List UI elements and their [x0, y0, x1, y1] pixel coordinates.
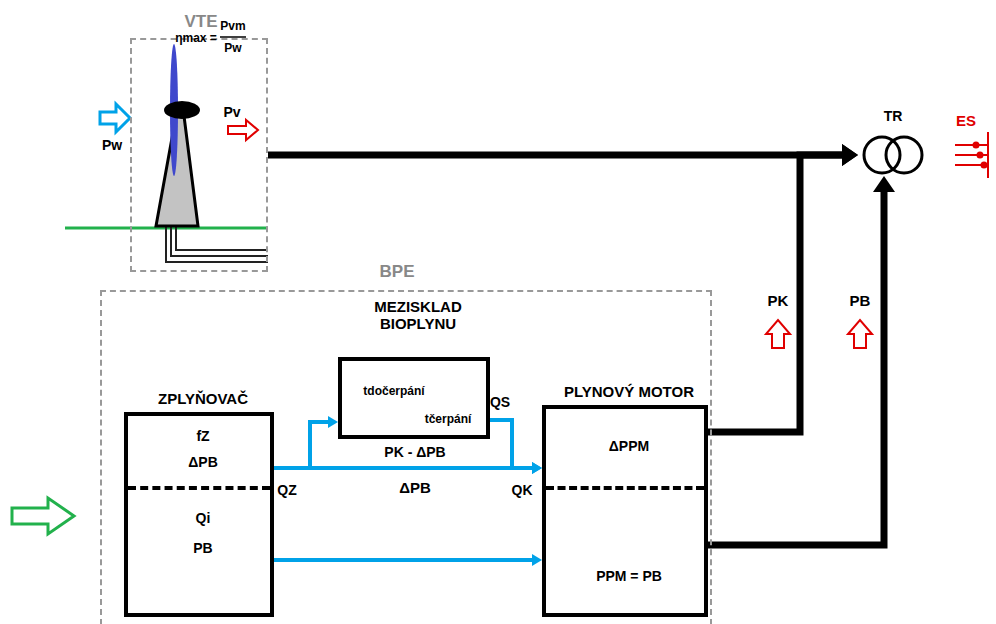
label-text: VTE: [184, 12, 217, 32]
label-text: ΔPPM: [609, 438, 649, 454]
gas-flow: [274, 554, 542, 566]
nacelle: [164, 101, 200, 119]
label-text: MEZISKLAD BIOPLYNU: [348, 298, 488, 332]
divider-line: [128, 486, 270, 490]
grid-symbol: [955, 132, 988, 178]
label-text: PB: [193, 540, 212, 556]
label-text: ES: [956, 112, 976, 129]
label-text: ZPLYŇOVAČ: [158, 390, 248, 407]
label-text: Pv: [223, 104, 240, 120]
output-arrow: [766, 320, 790, 348]
label-text: PK: [768, 292, 789, 309]
label-text: Pw: [224, 41, 241, 55]
label-text: Pw: [102, 137, 122, 153]
output-arrow: [848, 320, 872, 348]
engine-box: PLYNOVÝ MOTORΔPPMPPM = PB: [542, 405, 708, 617]
label-text: QZ: [277, 482, 296, 498]
plant-region: VTE: [130, 38, 268, 272]
label-text: fZ: [196, 428, 209, 444]
input-arrow: [12, 498, 74, 534]
label-text: BPE: [380, 262, 415, 282]
label-text: QS: [490, 394, 510, 410]
power-line: [708, 176, 895, 545]
label-text: ΔPB: [188, 454, 218, 470]
label-text: tdočerpání: [363, 384, 424, 398]
label-text: ηmax =: [175, 31, 217, 45]
label-text: QK: [512, 482, 533, 498]
output-arrow: [228, 120, 258, 140]
divider-line: [546, 486, 704, 490]
power-line: [708, 144, 858, 432]
label-text: tčerpání: [425, 412, 472, 426]
transformer-coils: [858, 134, 928, 176]
storage-box: MEZISKLAD BIOPLYNUtdočerpánítčerpání: [338, 357, 490, 439]
cable: [166, 226, 268, 262]
label-text: ΔPB: [399, 479, 431, 496]
gas-flow: [274, 416, 338, 468]
label-text: PK - ΔPB: [384, 444, 445, 460]
gas-flow: [490, 420, 542, 474]
label-text: Qi: [196, 510, 211, 526]
label-text: PPM = PB: [596, 568, 662, 584]
input-arrow: [100, 104, 130, 132]
power-line: [268, 144, 858, 166]
label-text: PB: [850, 292, 871, 309]
label-text: Pvm: [220, 19, 245, 33]
label-text: PLYNOVÝ MOTOR: [564, 383, 694, 400]
process-box: ZPLYŇOVAČfZΔPBQiPB: [124, 412, 274, 617]
label-text: TR: [884, 108, 903, 124]
transformer-symbol: TR: [858, 134, 928, 176]
gas-flow: [274, 462, 542, 474]
